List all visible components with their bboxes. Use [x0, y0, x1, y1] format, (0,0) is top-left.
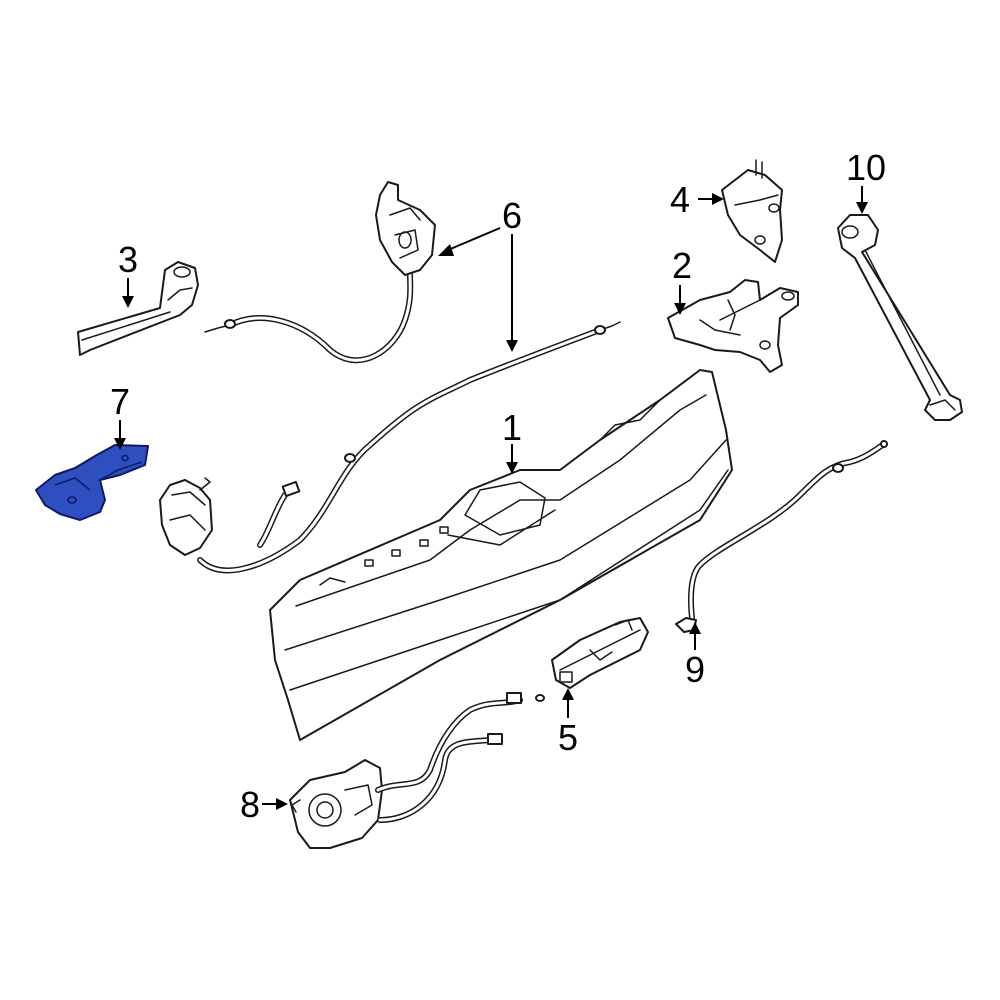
callout-6[interactable]: 6	[502, 195, 522, 236]
part-6-cable-assembly[interactable]	[159, 181, 621, 574]
part-1-liftgate-panel[interactable]	[269, 369, 733, 741]
callout-1[interactable]: 1	[502, 407, 522, 448]
part-2-hinge[interactable]	[667, 279, 799, 373]
callout-4[interactable]: 4	[670, 179, 690, 220]
part-9-release-cable[interactable]	[675, 440, 888, 633]
callout-8[interactable]: 8	[240, 784, 260, 825]
callout-numbers: 1 2 3 4 5 6 7 8 9 10	[110, 147, 886, 825]
part-8-lock-actuator[interactable]	[289, 692, 545, 849]
callout-5[interactable]: 5	[558, 717, 578, 758]
part-7-bracket-highlighted[interactable]	[35, 444, 149, 521]
callout-leaders	[114, 186, 868, 810]
part-5-latch[interactable]	[551, 617, 649, 689]
callout-2[interactable]: 2	[672, 245, 692, 286]
callout-3[interactable]: 3	[118, 239, 138, 280]
part-3-handle[interactable]	[77, 261, 199, 356]
part-4-bracket[interactable]	[721, 159, 783, 263]
callout-7[interactable]: 7	[110, 381, 130, 422]
part-10-gas-strut[interactable]	[837, 214, 963, 421]
callout-9[interactable]: 9	[685, 649, 705, 690]
callout-10[interactable]: 10	[846, 147, 886, 188]
